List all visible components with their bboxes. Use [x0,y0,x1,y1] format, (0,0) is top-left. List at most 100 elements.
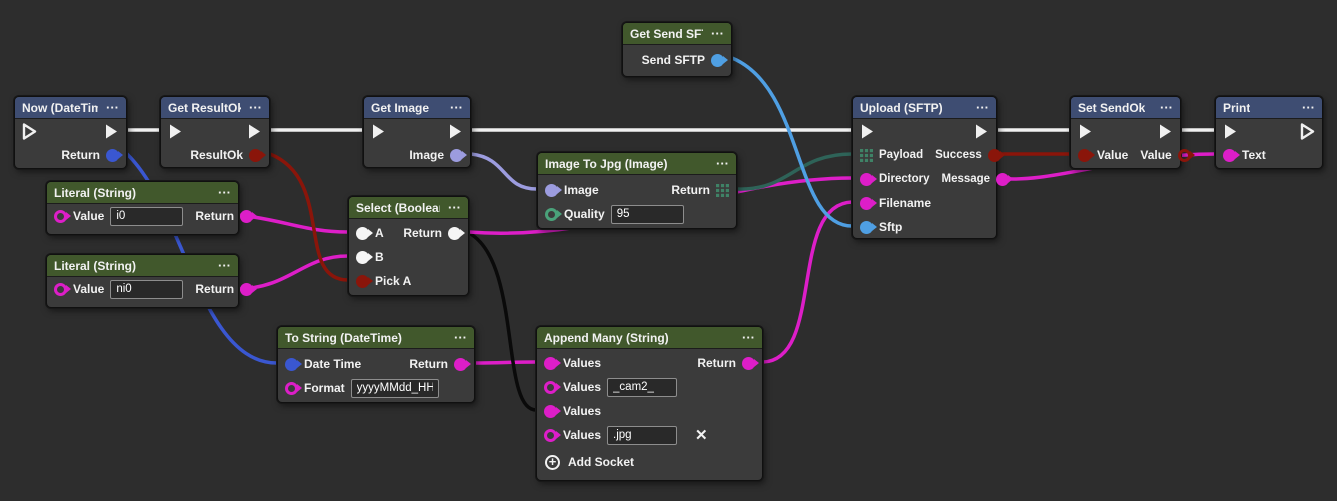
pin-b-input[interactable] [356,250,373,264]
pin-sftp-input[interactable] [860,220,877,234]
pin-picka-input[interactable] [356,274,373,288]
pin-return-output[interactable] [106,148,123,162]
add-icon[interactable]: + [545,454,560,470]
node-header[interactable]: Upload (SFTP) ··· [853,97,996,119]
node-menu-icon[interactable]: ··· [742,329,755,345]
quality-field[interactable] [610,204,684,224]
node-menu-icon[interactable]: ··· [218,184,231,200]
values2-field[interactable] [607,377,678,397]
wire-select-return-appendmany-values3[interactable] [467,231,538,412]
node-header[interactable]: Select (Boolean) ··· [349,197,468,219]
pin-value-input[interactable] [54,282,71,296]
exec-out-pin[interactable] [247,123,262,140]
node-get-send-sftp[interactable]: Get Send SFTP ··· Send SFTP [622,22,732,77]
exec-in-pin[interactable] [1078,123,1093,140]
node-now-datetime[interactable]: Now (DateTime) ··· Return [14,96,127,169]
node-menu-icon[interactable]: ··· [249,99,262,115]
node-get-resultok[interactable]: Get ResultOk ··· ResultOk [160,96,270,168]
node-menu-icon[interactable]: ··· [1302,99,1315,115]
pin-values3-input[interactable] [544,404,561,418]
pin-values4-input[interactable] [544,428,561,442]
add-socket-button[interactable]: + Add Socket [537,449,762,475]
pin-image-output[interactable] [450,148,467,162]
node-header[interactable]: Get Image ··· [364,97,470,119]
node-header[interactable]: Set SendOk ··· [1071,97,1180,119]
pin-value-input[interactable] [1078,148,1095,162]
pin-values1-input[interactable] [544,356,561,370]
pin-message-output[interactable] [996,172,1014,186]
exec-out-pin[interactable] [1300,122,1315,140]
remove-socket-icon[interactable]: ✕ [695,426,708,444]
node-header[interactable]: Get ResultOk ··· [161,97,269,119]
node-header[interactable]: Image To Jpg (Image) ··· [538,153,736,175]
pin-directory-input[interactable] [860,172,877,186]
pin-filename-input[interactable] [860,196,877,210]
exec-out-pin[interactable] [1158,123,1173,140]
exec-in-pin[interactable] [1223,123,1238,140]
node-menu-icon[interactable]: ··· [106,99,119,115]
node-menu-icon[interactable]: ··· [454,329,467,345]
node-header[interactable]: Print ··· [1216,97,1322,119]
node-header[interactable]: Append Many (String) ··· [537,327,762,349]
pin-format-input[interactable] [285,381,302,395]
value-field[interactable] [110,206,184,226]
node-upload-sftp[interactable]: Upload (SFTP) ··· Payload Success Direct… [852,96,1014,239]
pin-return-output[interactable] [240,282,258,296]
wire-getimage-image-imagetojpg[interactable] [469,152,539,191]
wire-appendmany-return-upload-filename[interactable] [761,200,854,364]
exec-out-pin[interactable] [974,123,989,140]
node-menu-icon[interactable]: ··· [448,199,461,215]
node-menu-icon[interactable]: ··· [1160,99,1173,115]
format-field[interactable] [350,378,439,398]
pin-datetime-input[interactable] [285,357,302,371]
node-menu-icon[interactable]: ··· [976,99,989,115]
wire-resultok-select-picka[interactable] [268,152,350,282]
node-append-many[interactable]: Append Many (String) ··· Values Return V… [536,326,763,481]
node-literal-string-2[interactable]: Literal (String) ··· Value Return [46,254,258,308]
pin-a-input[interactable] [356,226,373,240]
pin-return-output[interactable] [448,226,465,240]
node-header[interactable]: Literal (String) ··· [47,255,238,277]
exec-in-pin[interactable] [371,123,386,140]
node-get-image[interactable]: Get Image ··· Image [363,96,471,168]
node-select-boolean[interactable]: Select (Boolean) ··· A Return B Pick A [348,196,469,296]
node-header[interactable]: To String (DateTime) ··· [278,327,474,349]
exec-in-pin[interactable] [22,122,37,140]
pin-success-output[interactable] [987,148,1005,162]
node-set-sendok[interactable]: Set SendOk ··· Value Value [1070,96,1195,169]
node-header[interactable]: Literal (String) ··· [47,182,238,204]
node-header[interactable]: Now (DateTime) ··· [15,97,126,119]
pin-value-input[interactable] [54,209,71,223]
pin-return-output[interactable] [742,356,759,370]
node-menu-icon[interactable]: ··· [716,155,729,171]
exec-out-pin[interactable] [448,123,463,140]
values4-field[interactable] [607,425,678,445]
node-literal-string-1[interactable]: Literal (String) ··· Value Return [46,181,258,235]
exec-out-pin[interactable] [104,123,119,140]
pin-return-output[interactable] [240,209,258,223]
pin-value-output[interactable] [1177,148,1195,162]
pin-quality-input[interactable] [545,207,562,221]
pin-image-input[interactable] [545,183,562,197]
bytes-grid-pin[interactable] [860,148,873,162]
pin-text-input[interactable] [1223,148,1240,162]
node-print[interactable]: Print ··· Text [1215,96,1323,169]
wire-imagetojpg-return-upload-payload[interactable] [735,152,854,191]
node-image-to-jpg[interactable]: Image To Jpg (Image) ··· Image Return Qu… [537,152,737,229]
node-to-string-datetime[interactable]: To String (DateTime) ··· Date Time Retur… [277,326,475,403]
exec-in-pin[interactable] [860,123,875,140]
pin-values2-input[interactable] [544,380,561,394]
pin-return-output[interactable] [454,357,471,371]
node-menu-icon[interactable]: ··· [218,257,231,273]
node-menu-icon[interactable]: ··· [450,99,463,115]
wire-tostring-return-appendmany-values1[interactable] [473,360,538,365]
wire-getsendsftp-upload-sftp[interactable] [730,56,854,228]
value-field[interactable] [110,279,184,299]
bytes-grid-pin[interactable] [716,183,729,197]
pin-resultok-output[interactable] [249,148,266,162]
pin-sendsftp-output[interactable] [711,53,728,67]
node-header[interactable]: Get Send SFTP ··· [623,23,731,45]
node-menu-icon[interactable]: ··· [711,25,724,41]
exec-in-pin[interactable] [168,123,183,140]
